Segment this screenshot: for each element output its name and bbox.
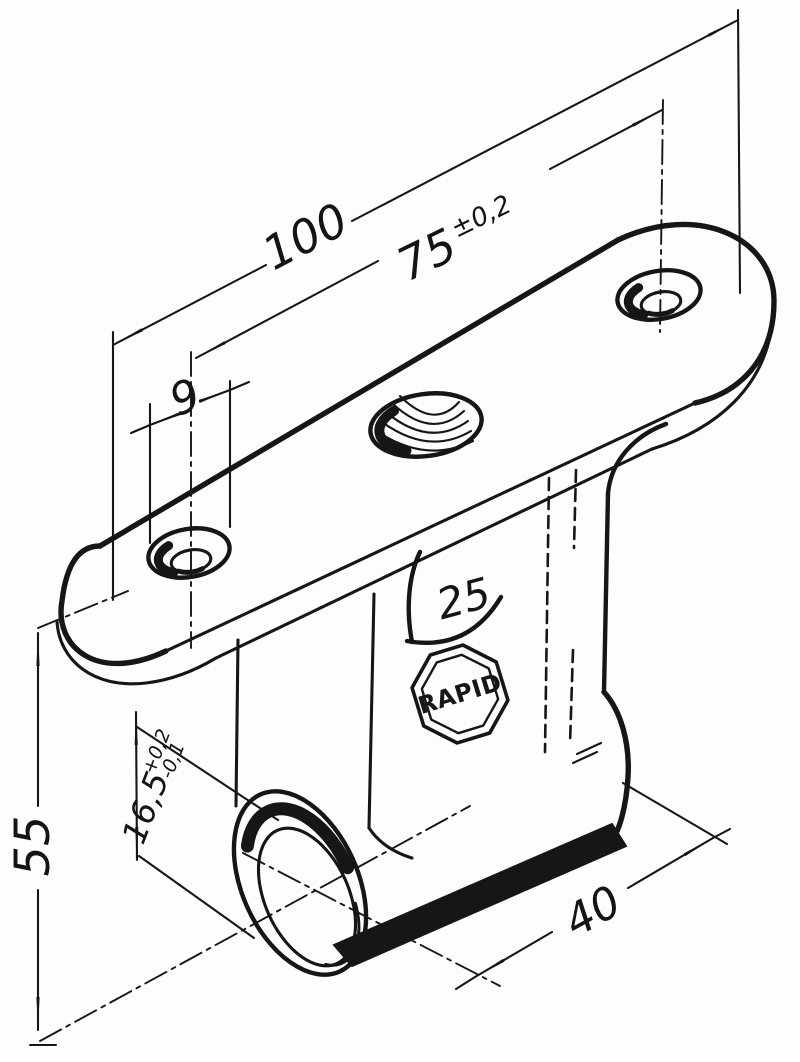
plate-bottom-near-edge xyxy=(214,447,654,660)
ext-line xyxy=(736,8,742,295)
dim-line xyxy=(111,263,268,347)
dim-line xyxy=(134,710,139,862)
plate xyxy=(55,99,777,686)
cylinder-bottom-band xyxy=(332,822,628,968)
hidden-edge-3 xyxy=(568,648,575,746)
dim-40-label: 40 xyxy=(556,876,630,948)
web-left-edge xyxy=(234,638,240,808)
dim-75-tolerance: ±0,2 xyxy=(446,190,516,245)
axis-centerline xyxy=(39,805,471,1042)
dim-line xyxy=(548,108,664,171)
ext-line xyxy=(135,725,280,822)
dim-line xyxy=(350,18,740,223)
ext-line xyxy=(621,781,729,846)
right-countersunk-hole xyxy=(615,268,703,322)
dim-tail xyxy=(454,975,477,991)
logo-octagon-inner xyxy=(420,653,500,735)
dim-line xyxy=(194,259,380,360)
bore-rim-shading xyxy=(240,802,366,974)
rapid-logo: RAPID xyxy=(410,643,510,745)
hidden-edge-1 xyxy=(543,476,551,754)
plate-right-cap xyxy=(615,221,777,406)
dim-55-label: 55 xyxy=(5,815,61,876)
cylinder-rear-cap xyxy=(601,689,631,845)
logo-octagon-outer xyxy=(410,643,510,745)
bore-far-edge xyxy=(269,839,361,967)
dim-tail xyxy=(711,827,732,840)
dim-100-label: 100 xyxy=(254,192,357,280)
dim-tail xyxy=(129,423,152,435)
surface-tick-1 xyxy=(575,741,603,756)
surface-tick-2 xyxy=(571,750,599,765)
plate-near-edge xyxy=(164,401,697,653)
left-countersunk-hole xyxy=(146,526,232,580)
web-face-edge xyxy=(367,592,376,830)
dim-line xyxy=(473,930,554,979)
ext-line xyxy=(37,590,129,629)
web-corner-curve xyxy=(404,594,504,646)
hidden-edge-2 xyxy=(572,468,578,550)
transverse-centerline xyxy=(242,852,501,987)
dim-tail xyxy=(228,380,251,392)
ext-line xyxy=(137,854,256,940)
web-corner-left-arc xyxy=(406,549,423,645)
plate-left-cap xyxy=(58,543,169,667)
threaded-hole xyxy=(368,391,484,459)
web: 25 RAPID xyxy=(234,421,669,860)
dimension-55: 55 xyxy=(5,590,129,1032)
cylinder xyxy=(28,689,631,1047)
dimension-100: 100 xyxy=(111,8,742,602)
dim-line xyxy=(148,411,182,427)
dim-line xyxy=(198,388,232,403)
dim-line xyxy=(626,836,715,890)
plate-right-cap-bottom xyxy=(650,313,775,451)
web-right-fillet xyxy=(605,421,669,496)
right-hole-centerline xyxy=(659,99,664,333)
web-right-edge xyxy=(601,490,611,695)
web-bottom-curve xyxy=(367,826,414,860)
plate-left-cap-bottom xyxy=(55,619,218,686)
plate-far-edge xyxy=(97,237,621,549)
bore-outer-rim xyxy=(231,789,369,977)
